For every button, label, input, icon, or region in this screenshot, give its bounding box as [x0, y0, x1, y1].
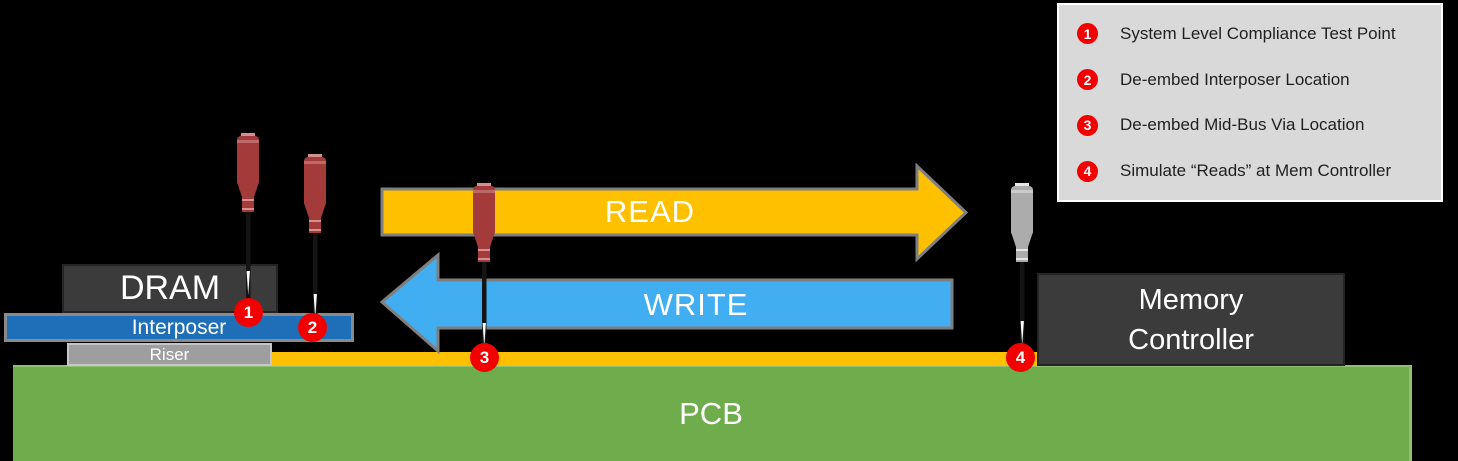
legend-label-1: System Level Compliance Test Point	[1120, 23, 1396, 43]
marker-1-number: 1	[243, 302, 254, 322]
legend-marker-4: 4	[1077, 160, 1098, 182]
write-arrow-label: WRITE	[643, 286, 749, 322]
test-point-marker-1: 1	[234, 298, 263, 327]
legend-item-2: 2 De-embed Interposer Location	[1059, 69, 1441, 91]
memory-controller-block: Memory Controller	[1037, 273, 1345, 366]
dram-label: DRAM	[119, 269, 221, 307]
riser-block: Riser	[67, 343, 272, 366]
pcb-block: PCB	[13, 365, 1412, 461]
legend-marker-1: 1	[1077, 23, 1098, 45]
test-point-marker-2: 2	[298, 313, 327, 342]
legend-marker-2: 2	[1077, 69, 1098, 91]
probe-2-icon	[304, 154, 326, 322]
legend-number-4: 4	[1083, 163, 1092, 180]
interposer-block: Interposer	[4, 313, 354, 342]
legend-label-3: De-embed Mid-Bus Via Location	[1120, 115, 1365, 135]
probe-4-icon	[1011, 183, 1033, 349]
legend-item-3: 3 De-embed Mid-Bus Via Location	[1059, 114, 1441, 136]
legend-label-4: Simulate “Reads” at Mem Controller	[1120, 161, 1392, 181]
test-point-marker-3: 3	[470, 343, 499, 372]
marker-4-number: 4	[1015, 347, 1026, 367]
memory-bus-trace	[272, 352, 1037, 366]
write-arrow-icon	[379, 252, 954, 354]
marker-2-number: 2	[307, 317, 318, 337]
marker-3-number: 3	[479, 347, 490, 367]
read-arrow-icon	[380, 163, 969, 263]
legend-number-3: 3	[1083, 117, 1092, 134]
interposer-label: Interposer	[131, 315, 227, 339]
legend-label-2: De-embed Interposer Location	[1120, 69, 1350, 89]
memory-controller-label: Memory Controller	[1128, 283, 1254, 356]
legend-marker-3: 3	[1077, 114, 1098, 136]
riser-label: Riser	[149, 344, 190, 364]
legend-number-1: 1	[1083, 25, 1092, 42]
legend-number-2: 2	[1083, 71, 1092, 88]
read-arrow-label: READ	[604, 193, 696, 229]
probe-3-icon	[473, 183, 495, 351]
test-point-marker-4: 4	[1006, 343, 1035, 372]
pcb-label: PCB	[679, 396, 743, 431]
legend-item-4: 4 Simulate “Reads” at Mem Controller	[1059, 160, 1441, 182]
legend: 1 System Level Compliance Test Point 2 D…	[1057, 3, 1443, 202]
probe-1-icon	[237, 133, 259, 299]
legend-item-1: 1 System Level Compliance Test Point	[1059, 23, 1441, 45]
